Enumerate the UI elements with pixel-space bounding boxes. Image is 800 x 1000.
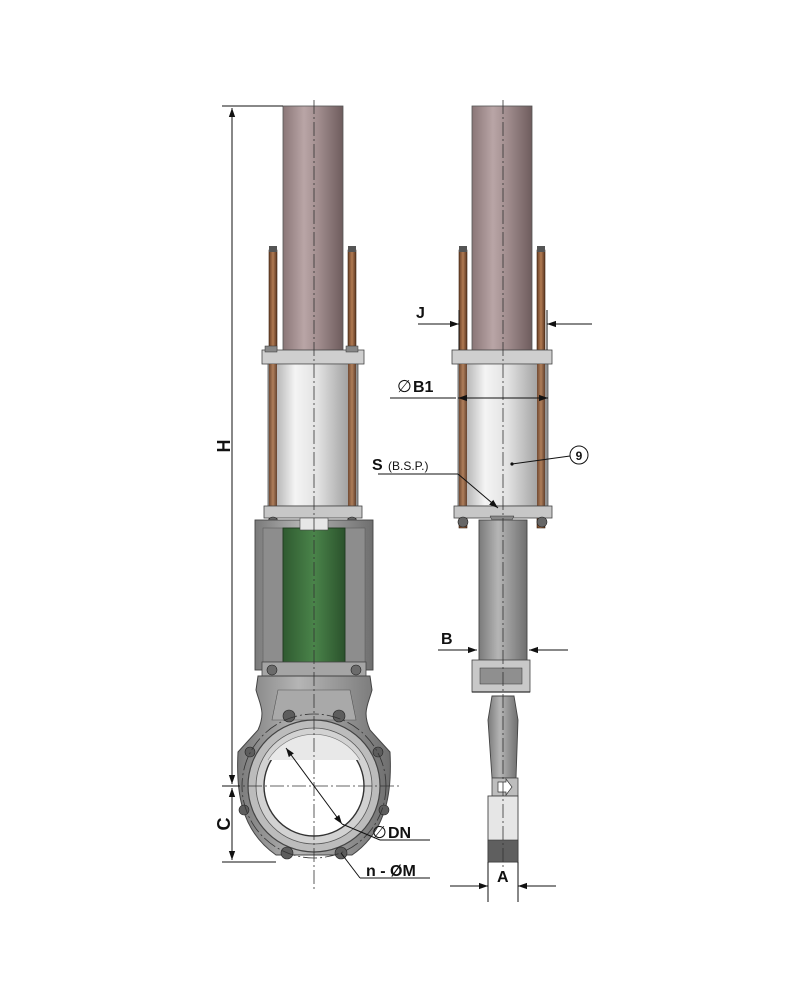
dimension-J xyxy=(418,310,592,350)
label-J: J xyxy=(416,305,425,322)
side-piston-rod xyxy=(471,105,533,355)
label-DN: DN xyxy=(388,825,411,842)
label-A: A xyxy=(497,869,509,886)
side-view xyxy=(378,100,589,870)
label-S: S xyxy=(372,457,383,474)
label-B: B xyxy=(441,631,453,648)
label-item-9: 9 xyxy=(576,449,583,463)
label-H: H xyxy=(214,440,234,453)
dimension-C xyxy=(222,788,276,863)
front-piston-rod xyxy=(282,105,344,355)
dn-diameter-arrow xyxy=(285,747,343,825)
item-9-balloon xyxy=(569,445,589,465)
dimension-H xyxy=(222,105,283,787)
flow-arrow-icon xyxy=(497,777,513,797)
label-B1: B1 xyxy=(413,379,434,396)
label-C: C xyxy=(214,818,234,831)
label-B1-diameter-symbol: ∅ xyxy=(397,377,412,396)
label-S-note: (B.S.P.) xyxy=(388,459,428,473)
label-n-M: n - ØM xyxy=(366,863,416,880)
dimension-A xyxy=(450,862,556,902)
front-view xyxy=(226,100,430,890)
front-cylinder xyxy=(267,363,359,507)
front-bottom-flange xyxy=(263,505,363,519)
label-DN-diameter-symbol: ∅ xyxy=(372,823,387,842)
